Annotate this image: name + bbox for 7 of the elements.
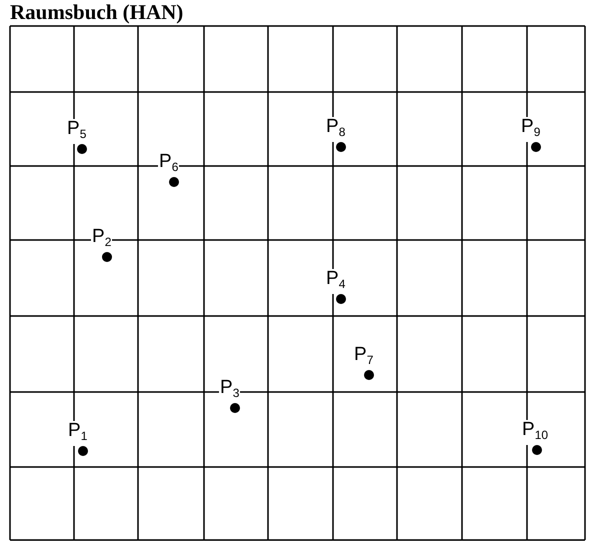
diagram-title: Raumsbuch (HAN) <box>10 0 184 24</box>
point-label: P$_{4}$ <box>325 269 346 294</box>
point-label: P$_{9}$ <box>520 117 542 142</box>
point-label: P$_{8}$ <box>325 117 346 142</box>
point-label: P$_{10}$ <box>521 420 550 445</box>
point-label: P$_{5}$ <box>66 119 88 144</box>
point-label: P$_{1}$ <box>67 421 88 446</box>
